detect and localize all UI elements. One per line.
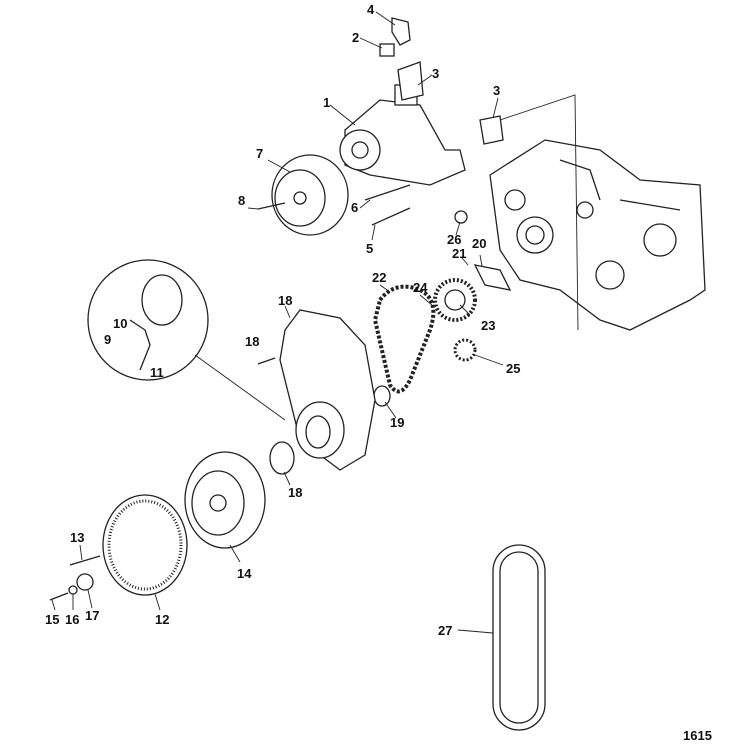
callout-26: 26: [447, 232, 461, 247]
callout-5: 5: [366, 241, 373, 256]
bolt-8: [257, 202, 286, 210]
callout-18-seal: 18: [288, 485, 302, 500]
callout-4: 4: [367, 2, 375, 17]
water-pump: [339, 84, 466, 186]
gasket: [397, 61, 424, 101]
callout-19: 19: [390, 415, 404, 430]
callout-14: 14: [237, 566, 252, 581]
bolt-13: [69, 555, 101, 566]
callout-13: 13: [70, 530, 84, 545]
callout-7: 7: [256, 146, 263, 161]
callout-18-cover: 18: [278, 293, 292, 308]
callout-23: 23: [481, 318, 495, 333]
serpentine-belt: [492, 544, 546, 731]
leader-lines: [51, 11, 504, 634]
callout-16: 16: [65, 612, 79, 627]
bolt-15: [49, 592, 69, 601]
callout-27: 27: [438, 623, 452, 638]
callout-11: 11: [150, 365, 164, 380]
callout-1: 1: [323, 95, 330, 110]
callout-2: 2: [352, 30, 359, 45]
callout-17: 17: [85, 608, 99, 623]
callout-18-bolt: 18: [245, 334, 259, 349]
washer-17: [76, 573, 94, 591]
callout-12: 12: [155, 612, 169, 627]
detail-inset: [87, 259, 286, 421]
crank-sprocket: [453, 338, 477, 362]
stud-5: [371, 207, 411, 226]
figure-number: 1615: [683, 728, 712, 743]
callout-24: 24: [413, 280, 428, 295]
callout-21: 21: [452, 246, 466, 261]
water-pump-pulley: [271, 154, 349, 236]
callout-25: 25: [506, 361, 520, 376]
washer-16: [68, 585, 78, 595]
bolt-18: [257, 357, 276, 365]
gasket-20: [473, 264, 512, 291]
timing-chain: [372, 284, 436, 394]
callout-3: 3: [432, 66, 439, 81]
callout-10: 10: [113, 316, 127, 331]
timing-cover: [279, 309, 376, 471]
crank-pulley: [102, 494, 188, 596]
harmonic-balancer: [184, 451, 266, 549]
callout-9: 9: [104, 332, 111, 347]
callout-3-block: 3: [493, 83, 500, 98]
nut-26: [454, 210, 468, 224]
washer-19: [373, 385, 391, 407]
callouts: 1 2 3 3 4 5 6 7 8 9 10 11 12 13 14 15 16…: [45, 2, 712, 743]
engine-block: [489, 94, 706, 331]
callout-20: 20: [472, 236, 486, 251]
callout-6: 6: [351, 200, 358, 215]
callout-15: 15: [45, 612, 59, 627]
plug: [379, 43, 395, 57]
elbow-fitting: [391, 17, 411, 46]
gasket-block: [479, 115, 504, 145]
callout-22: 22: [372, 270, 386, 285]
bolt-6: [364, 184, 411, 201]
callout-8: 8: [238, 193, 245, 208]
seal-18: [269, 441, 295, 475]
